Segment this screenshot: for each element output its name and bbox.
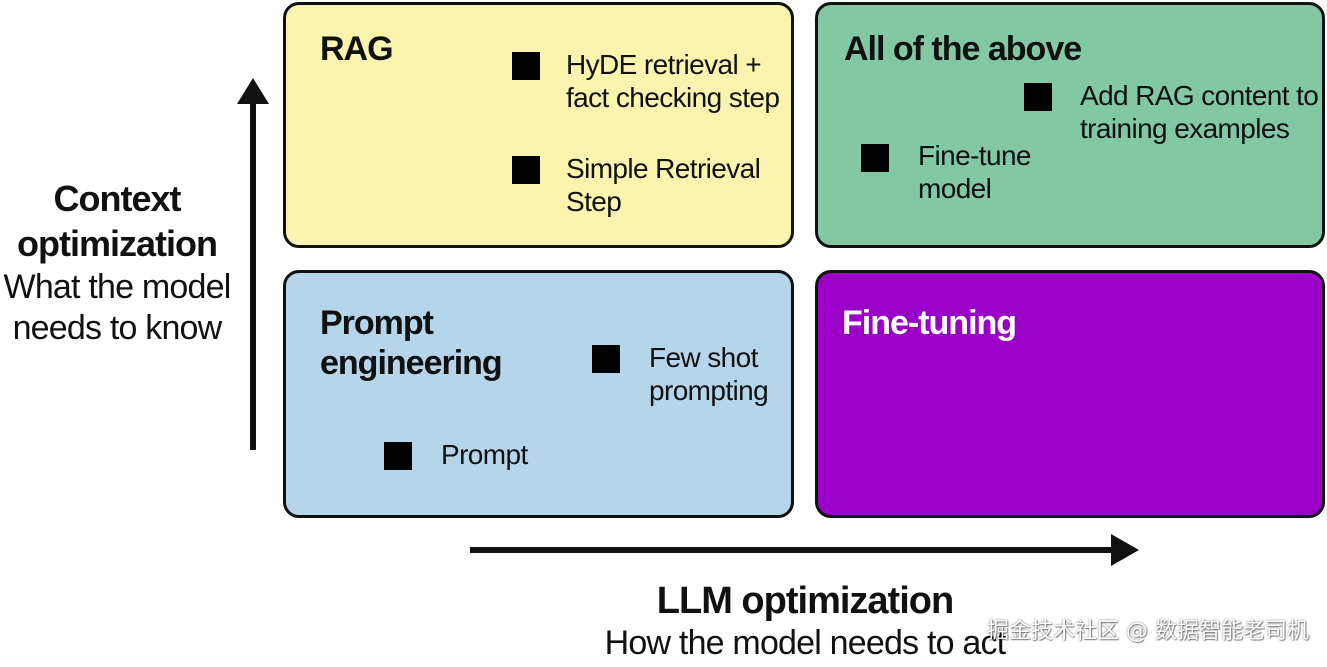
quadrant-all-of-the-above: All of the above Add RAG content to trai…: [815, 2, 1325, 248]
marker-prompt: [384, 442, 412, 470]
quadrant-title-prompt-engineering: Prompt engineering: [320, 304, 503, 382]
label-fine-tune-model: Fine-tune model: [918, 140, 1031, 204]
marker-fine-tune-model: [861, 144, 889, 172]
marker-few-shot-prompting: [592, 345, 620, 373]
quadrant-title-all-of-the-above: All of the above: [844, 30, 1082, 68]
x-axis-title: LLM optimization: [656, 580, 954, 622]
marker-hyde-retrieval: [512, 52, 540, 80]
x-axis-subtitle: How the model needs to act: [604, 624, 1006, 662]
y-axis-title: Context optimization: [17, 178, 218, 264]
label-few-shot-prompting: Few shot prompting: [649, 342, 769, 406]
marker-simple-retrieval: [512, 156, 540, 184]
y-axis-subtitle: What the model needs to know: [3, 268, 232, 347]
label-prompt: Prompt: [441, 439, 528, 470]
label-hyde-retrieval: HyDE retrieval + fact checking step: [566, 49, 780, 113]
watermark: 掘金技术社区 @ 数据智能老司机: [987, 619, 1309, 644]
marker-add-rag-content: [1024, 83, 1052, 111]
quadrant-fine-tuning: Fine-tuning: [815, 270, 1325, 518]
quadrant-prompt-engineering: Prompt engineering Few shot prompting Pr…: [283, 270, 794, 518]
label-add-rag-content: Add RAG content to training examples: [1080, 80, 1319, 144]
y-axis-arrow: [237, 78, 269, 450]
quadrant-title-fine-tuning: Fine-tuning: [842, 304, 1017, 342]
label-simple-retrieval: Simple Retrieval Step: [566, 153, 761, 217]
x-axis-arrow: [470, 534, 1139, 566]
quadrant-title-rag: RAG: [320, 30, 394, 68]
quadrant-rag: RAG HyDE retrieval + fact checking step …: [283, 2, 794, 248]
